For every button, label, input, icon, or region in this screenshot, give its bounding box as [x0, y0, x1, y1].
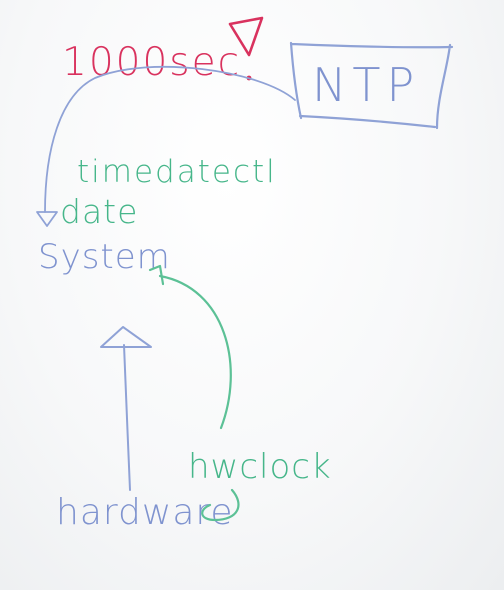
arrowhead-date — [36, 211, 58, 227]
red-triangle-marker — [228, 16, 264, 57]
hwclock-to-system-arrow — [158, 274, 232, 430]
arrowhead-green — [148, 264, 165, 286]
ntp-to-date-arrow — [44, 65, 296, 213]
red-note-group: 1000sec — [62, 16, 264, 85]
ntp-label: NTP — [312, 58, 420, 112]
red-time-note: 1000sec — [62, 40, 241, 85]
timedatectl-label: timedatectl — [77, 154, 277, 190]
system-label: System — [38, 237, 171, 277]
hardware-to-system-arrow — [123, 344, 131, 491]
hardware-label: hardware — [56, 492, 234, 533]
arrowhead-up — [100, 326, 152, 348]
ntp-box: NTP — [289, 41, 454, 130]
hwclock-label: hwclock — [188, 447, 332, 487]
hardware-hwclock-loop — [201, 488, 240, 522]
date-label: date — [60, 192, 138, 231]
